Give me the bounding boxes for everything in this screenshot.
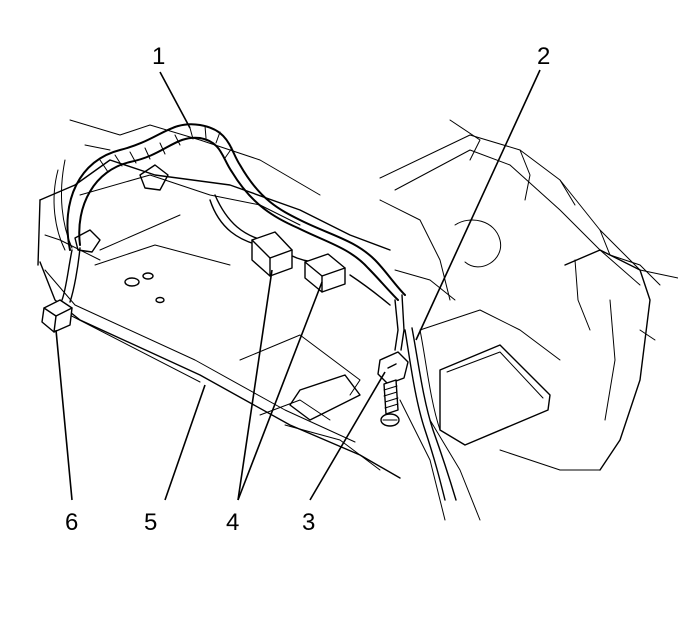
callout-6: 6 xyxy=(65,509,78,536)
callout-leader-lines xyxy=(55,69,541,501)
leader-line-4a xyxy=(237,269,273,501)
leader-line-5 xyxy=(164,384,206,501)
wiring-harness xyxy=(53,123,457,501)
harness-connectors xyxy=(251,231,346,293)
callout-3: 3 xyxy=(302,509,315,536)
rear-package-shelf xyxy=(37,119,401,479)
leader-line-4b xyxy=(237,281,323,501)
leader-line-1 xyxy=(159,71,191,129)
callout-1: 1 xyxy=(152,43,165,70)
callout-labels: 1 2 3 4 5 6 xyxy=(65,43,550,536)
harness-end-connector xyxy=(41,299,73,333)
callout-2: 2 xyxy=(537,43,550,70)
ground-bolt xyxy=(377,351,409,427)
callout-4: 4 xyxy=(226,509,239,536)
callout-5: 5 xyxy=(144,509,157,536)
leader-line-6 xyxy=(55,329,73,501)
leader-line-3 xyxy=(309,371,386,501)
leader-line-2 xyxy=(415,69,541,341)
